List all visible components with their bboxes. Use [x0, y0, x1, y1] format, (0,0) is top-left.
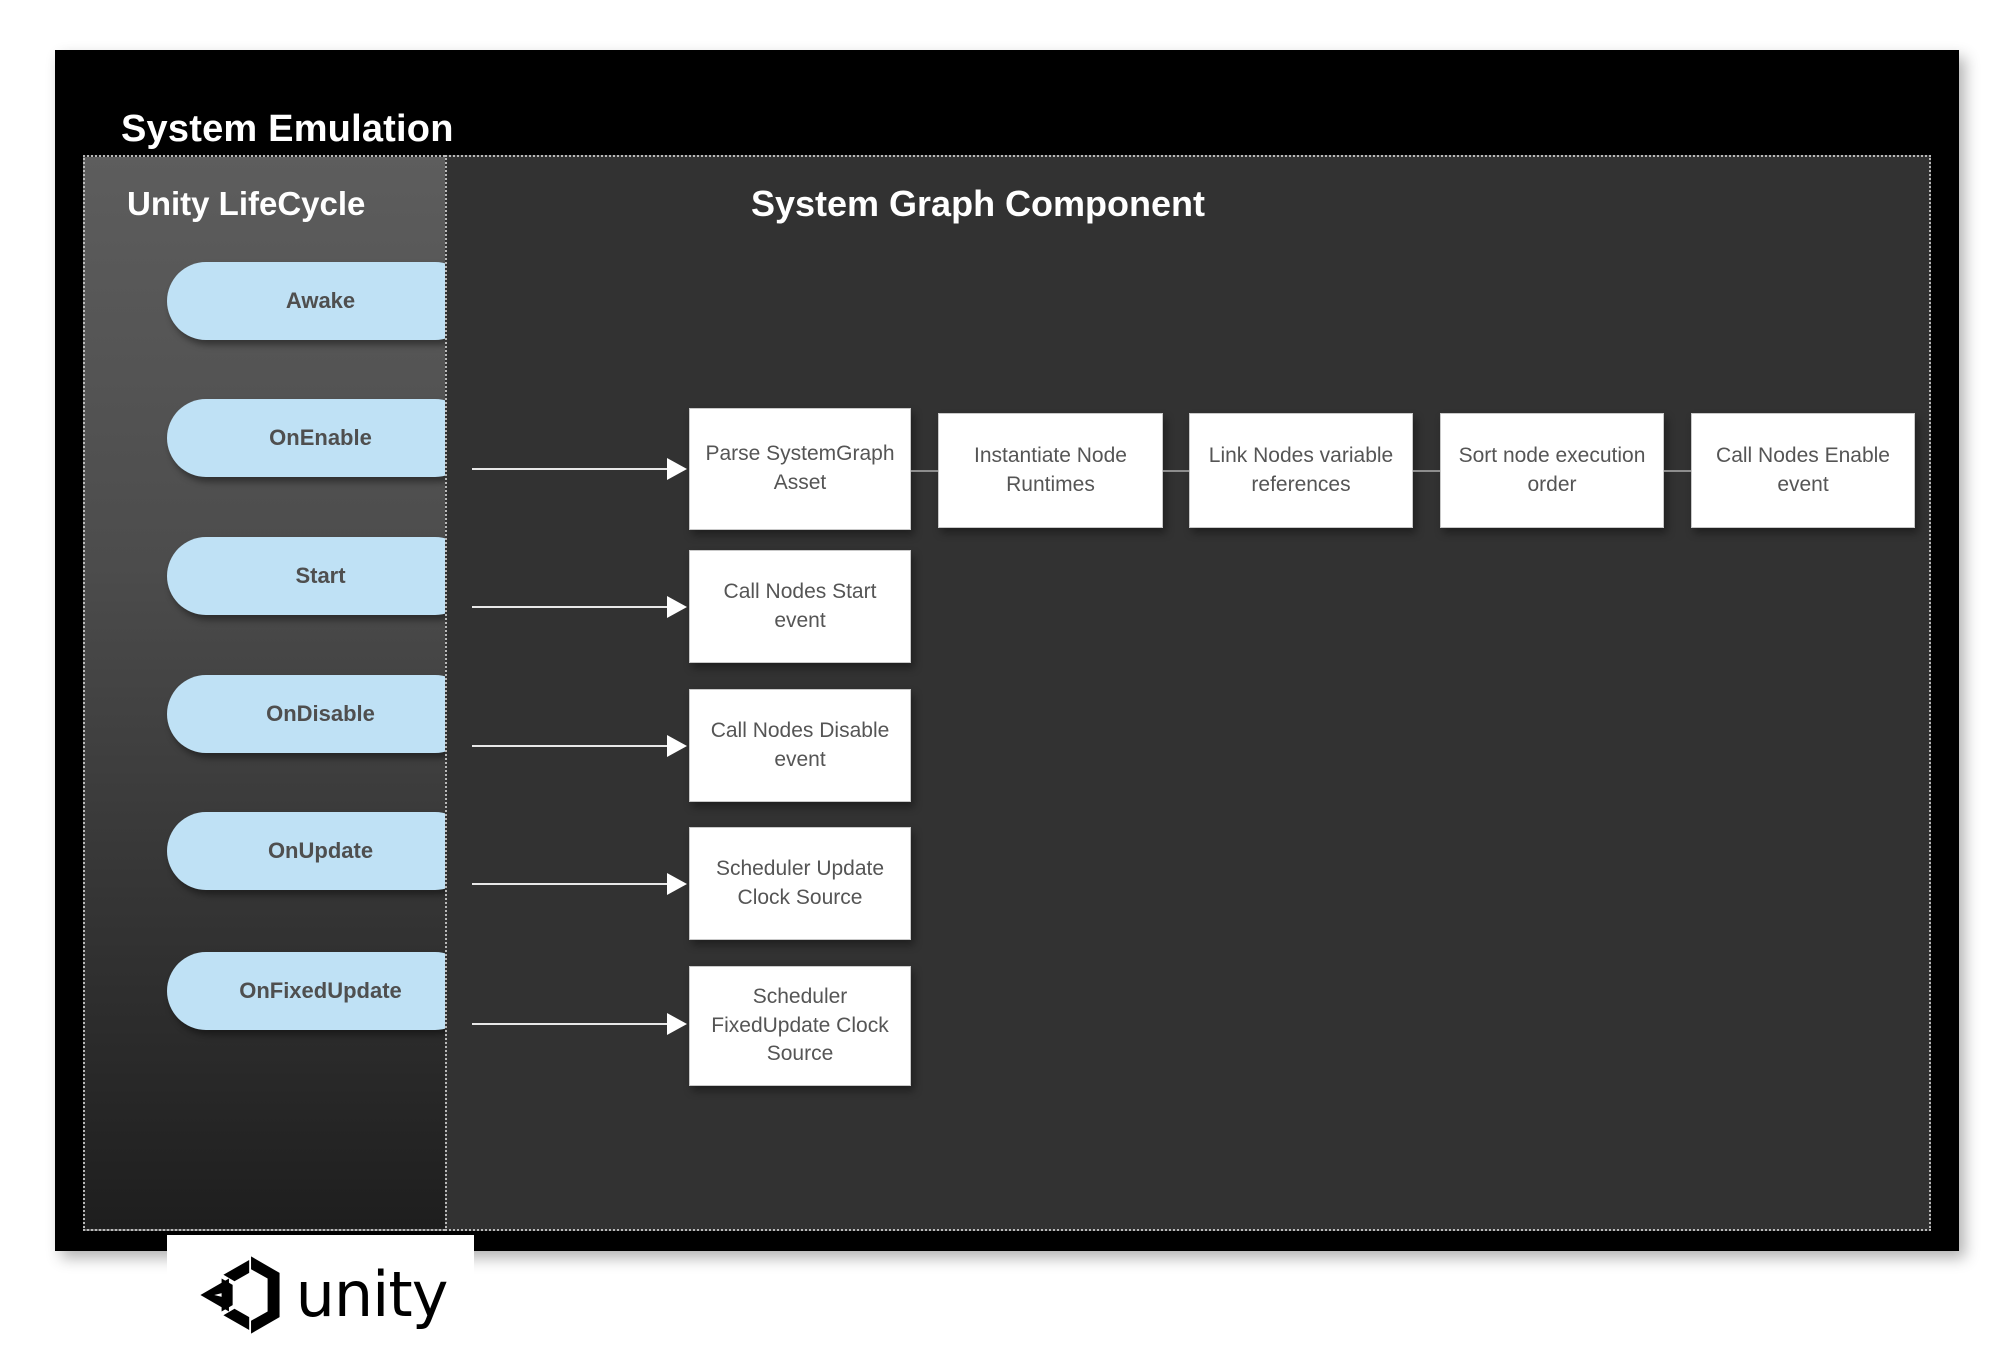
- unity-lifecycle-title: Unity LifeCycle: [127, 185, 366, 222]
- unity-logo: unity: [167, 1235, 474, 1355]
- lifecycle-pill-onfixedupdate[interactable]: OnFixedUpdate: [167, 952, 474, 1030]
- lifecycle-pill-onenable[interactable]: OnEnable: [167, 399, 474, 477]
- panels-container: Unity LifeCycle Awake OnEnable Start OnD…: [83, 155, 1931, 1355]
- process-box-parse-systemgraph-asset[interactable]: Parse SystemGraph Asset: [689, 408, 911, 530]
- process-box-link-nodes-variable-references[interactable]: Link Nodes variable references: [1189, 413, 1413, 528]
- arrow-head-start: [667, 596, 687, 618]
- arrow-line-ondisable: [472, 745, 667, 747]
- process-box-scheduler-update-clock-source[interactable]: Scheduler Update Clock Source: [689, 827, 911, 940]
- lifecycle-pill-ondisable[interactable]: OnDisable: [167, 675, 474, 753]
- chain-link-2: [1163, 470, 1189, 472]
- process-box-call-nodes-disable-event[interactable]: Call Nodes Disable event: [689, 689, 911, 802]
- arrow-head-onenable: [667, 458, 687, 480]
- lifecycle-pill-awake[interactable]: Awake: [167, 262, 474, 340]
- lifecycle-pill-onupdate[interactable]: OnUpdate: [167, 812, 474, 890]
- arrow-head-onupdate: [667, 873, 687, 895]
- unity-cube-icon: [200, 1256, 280, 1334]
- lifecycle-pill-start[interactable]: Start: [167, 537, 474, 615]
- system-graph-panel: System Graph Component: [445, 155, 1931, 1231]
- arrow-head-onfixedupdate: [667, 1013, 687, 1035]
- arrow-line-onupdate: [472, 883, 667, 885]
- system-graph-title: System Graph Component: [750, 183, 1206, 224]
- process-box-instantiate-node-runtimes[interactable]: Instantiate Node Runtimes: [938, 413, 1163, 528]
- arrow-line-onenable: [472, 468, 667, 470]
- chain-link-3: [1413, 470, 1440, 472]
- diagram-frame: System Emulation Unity LifeCycle Awake O…: [55, 50, 1959, 1355]
- process-box-sort-node-execution-order[interactable]: Sort node execution order: [1440, 413, 1664, 528]
- diagram-title: System Emulation: [121, 108, 454, 150]
- process-box-call-nodes-start-event[interactable]: Call Nodes Start event: [689, 550, 911, 663]
- arrow-line-start: [472, 606, 667, 608]
- unity-lifecycle-panel: Unity LifeCycle Awake OnEnable Start OnD…: [83, 155, 474, 1355]
- arrow-head-ondisable: [667, 735, 687, 757]
- chain-link-4: [1664, 470, 1691, 472]
- process-box-scheduler-fixedupdate-clock-source[interactable]: Scheduler FixedUpdate Clock Source: [689, 966, 911, 1086]
- arrow-line-onfixedupdate: [472, 1023, 667, 1025]
- chain-link-1: [911, 470, 938, 472]
- unity-wordmark: unity: [295, 1258, 449, 1331]
- process-box-call-nodes-enable-event[interactable]: Call Nodes Enable event: [1691, 413, 1915, 528]
